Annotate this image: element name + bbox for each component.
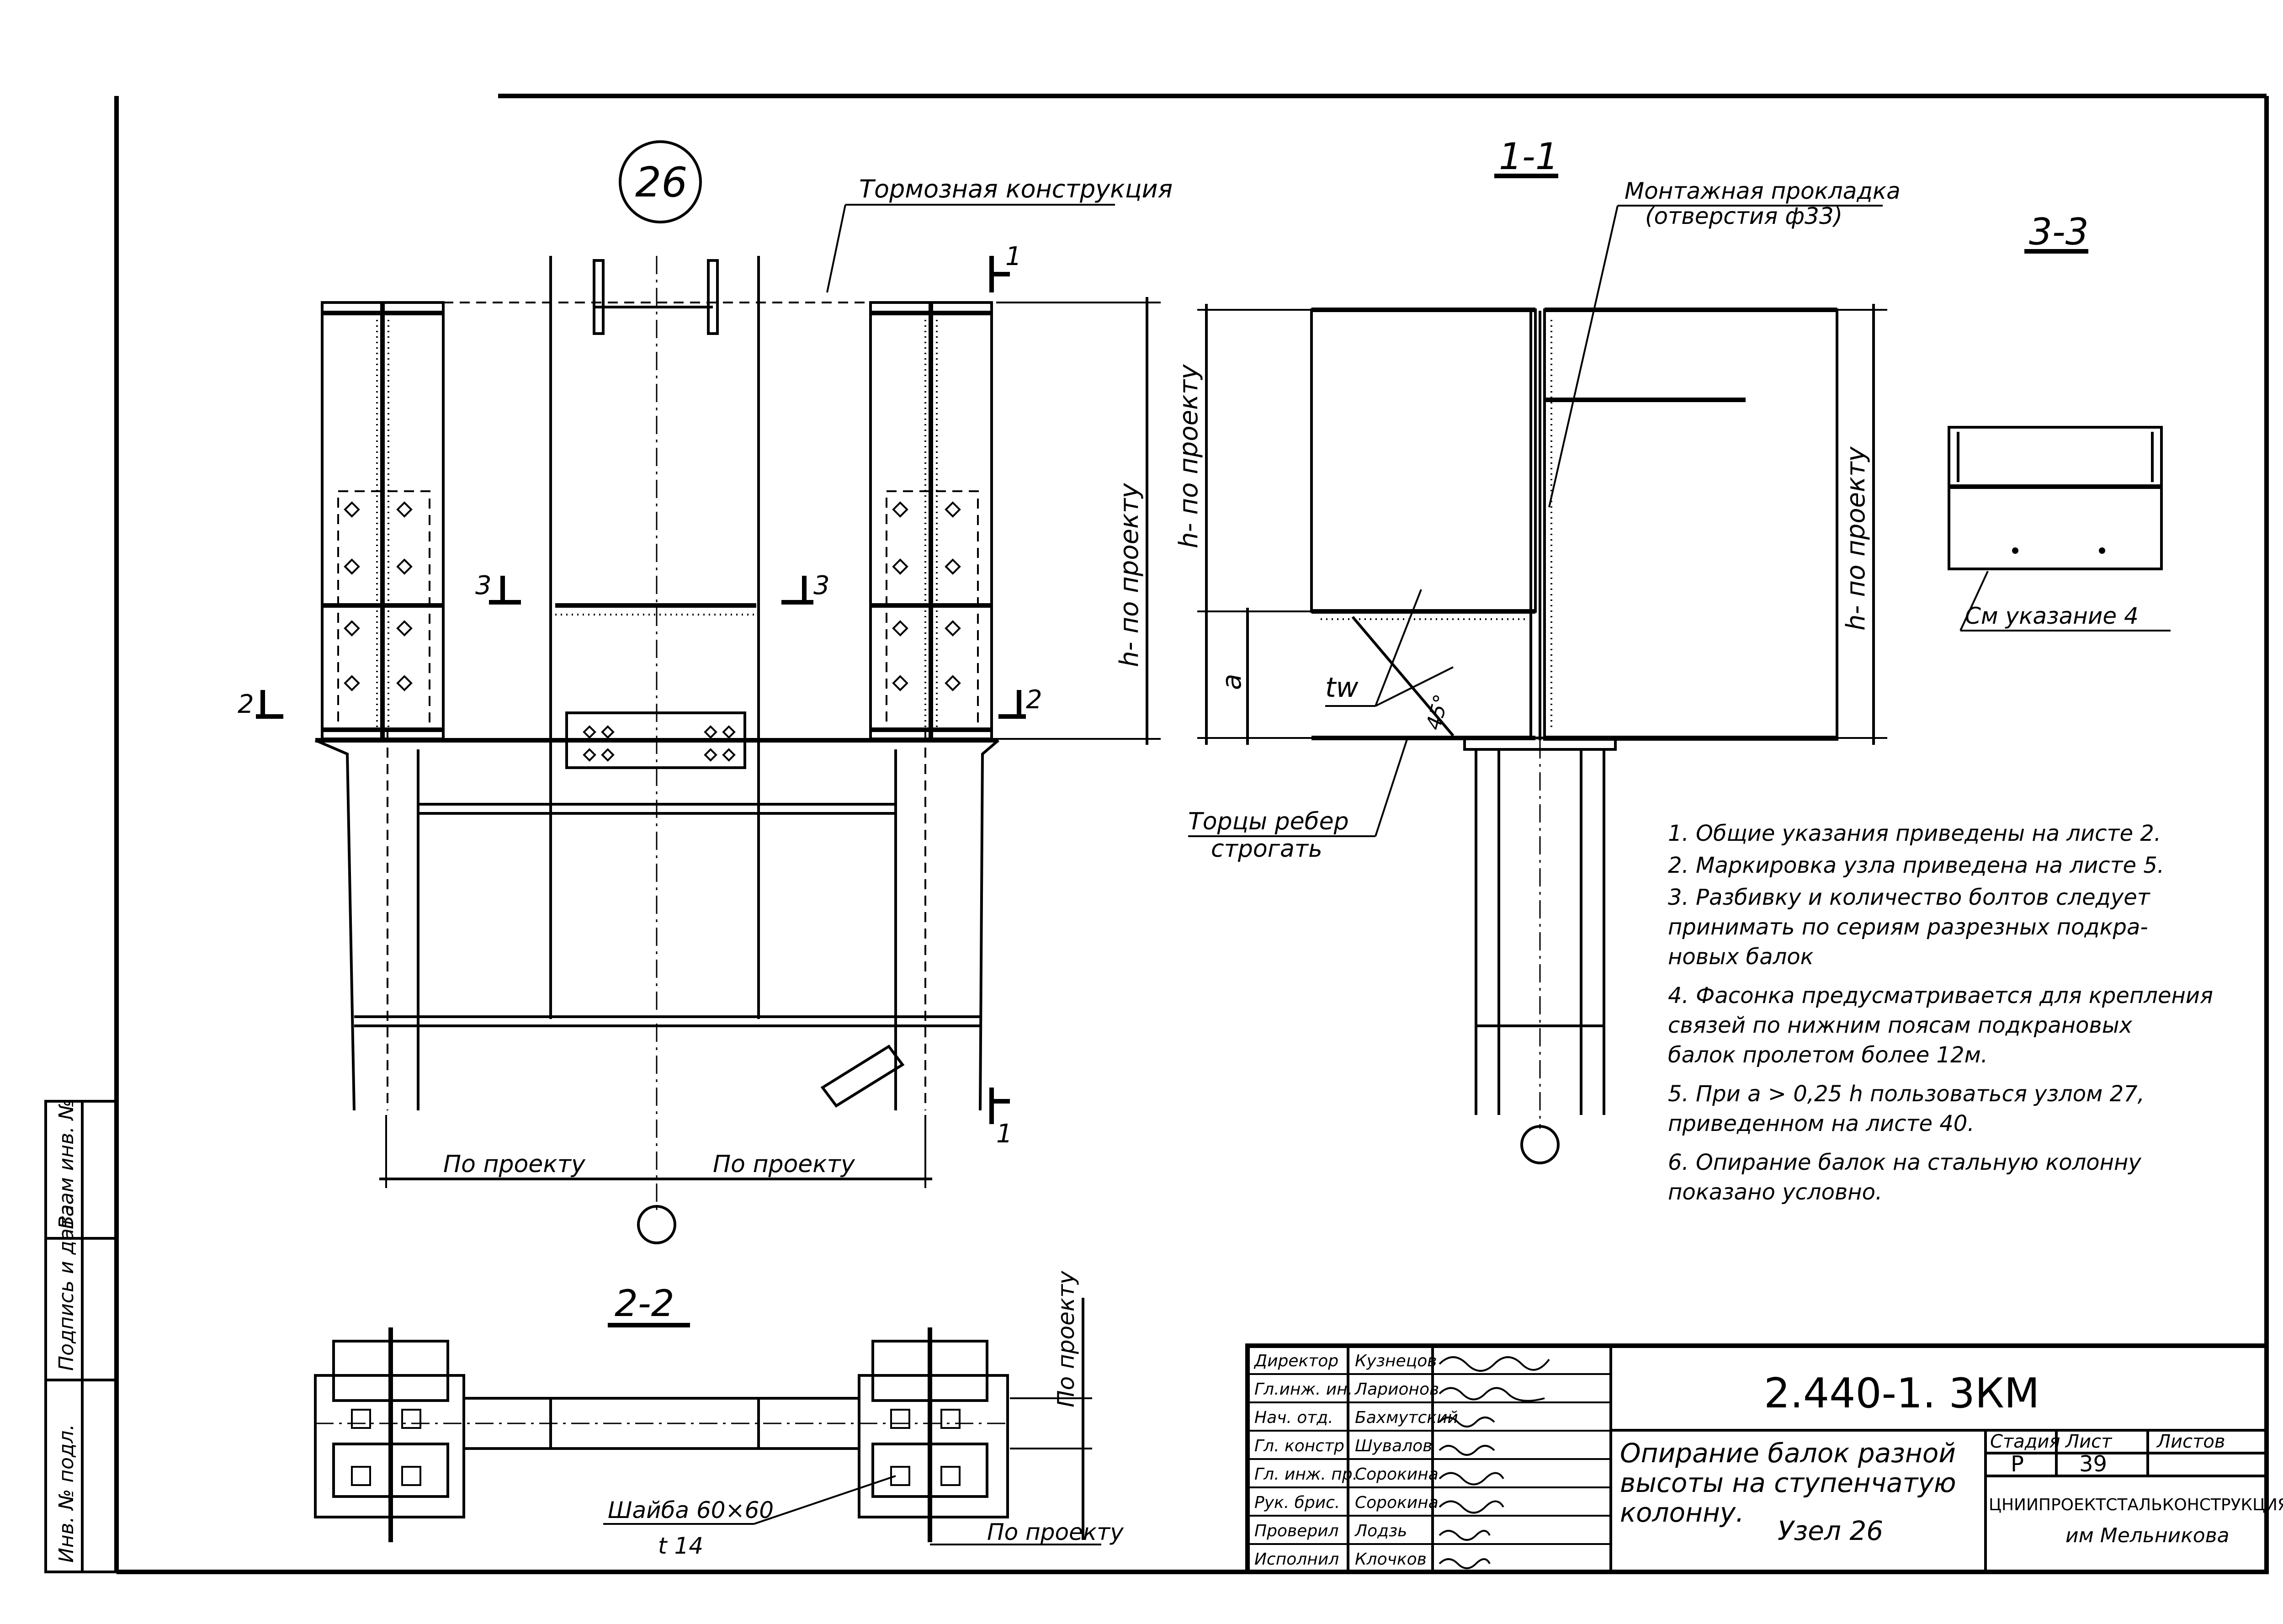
tw-label: tw (1325, 672, 1359, 704)
section-1-1-h-left: h- по проекту (1174, 364, 1204, 548)
staff-role: Гл.инж. ин. (1254, 1380, 1353, 1399)
cut-1-bottom-label: 1 (996, 1119, 1013, 1149)
section-2-2-by-project-bottom: По проекту (987, 1519, 1124, 1545)
staff-role: Рук. брис. (1254, 1493, 1340, 1512)
node-label: 26 (635, 159, 688, 207)
side-stamp: Инв. № подл. Подпись и дата Взам инв. № (44, 1099, 118, 1573)
angle-label: 45° (1422, 692, 1453, 732)
stamp-inv-original: Инв. № подл. (55, 1424, 78, 1563)
organization-subtitle: им Мельникова (2065, 1524, 2230, 1547)
cut-1-top-label: 1 (1005, 242, 1022, 271)
section-3-3: 3-3 См указание 4 (1948, 211, 2171, 632)
staff-name: Лодзь (1354, 1522, 1407, 1540)
note-line: связей по нижним поясам подкрановых (1668, 1013, 2133, 1038)
cut-2-left-label: 2 (238, 690, 254, 719)
stamp-signature-date: Подпись и дата (55, 1205, 78, 1371)
braking-structure-label: Тормозная конструкция (859, 175, 1173, 203)
stamp-replace-inv: Взам инв. № (55, 1099, 78, 1229)
organization-name: ЦНИИПРОЕКТСТАЛЬКОНСТРУКЦИЯ (1989, 1496, 2283, 1514)
note-line: 5. При a > 0,25 h пользоваться узлом 27, (1668, 1081, 2145, 1107)
see-note-4-label: См указание 4 (1965, 603, 2139, 629)
note-line: 3. Разбивку и количество болтов следует (1668, 885, 2151, 910)
staff-name: Сорокина (1355, 1493, 1439, 1512)
cut-3-right-label: 3 (813, 571, 830, 600)
cut-3-left-label: 3 (475, 571, 492, 600)
staff-name: Ларионов (1354, 1380, 1439, 1399)
note-line: новых балок (1668, 944, 1814, 970)
staff-role: Нач. отд. (1254, 1408, 1333, 1427)
sheet-header: Лист (2065, 1431, 2113, 1452)
staff-role: Гл. констр (1254, 1437, 1344, 1455)
note-line: балок пролетом более 12м. (1668, 1042, 1988, 1068)
drawing-title-line: высоты на ступенчатую (1620, 1467, 1956, 1498)
sheet-value: 39 (2079, 1451, 2107, 1477)
node-26-elevation: 26 Тормозная конструкция (238, 140, 1173, 1244)
section-1-1-h-right: h- по проекту (1841, 446, 1871, 631)
note-line: 6. Опирание балок на стальную колонну (1668, 1150, 2141, 1175)
h-dimension-label: h- по проекту (1115, 483, 1144, 667)
staff-role: Гл. инж. пр. (1254, 1465, 1358, 1484)
stage-header: Стадия (1990, 1431, 2060, 1452)
staff-name: Шувалов (1355, 1437, 1432, 1455)
staff-role: Директор (1253, 1352, 1338, 1370)
staff-role: Исполнил (1254, 1550, 1339, 1569)
general-notes: 1. Общие указания приведены на листе 2. … (1668, 821, 2213, 1205)
stage-value: Р (2011, 1451, 2024, 1477)
staff-role: Проверил (1254, 1522, 1339, 1540)
note-line: показано условно. (1668, 1179, 1882, 1205)
washer-label: Шайба 60×60 (608, 1497, 774, 1523)
drawing-title-line: Опирание балок разной (1620, 1438, 1956, 1469)
section-1-1-title: 1-1 (1499, 135, 1559, 178)
by-project-left: По проекту (443, 1151, 586, 1178)
note-line: 2. Маркировка узла приведена на листе 5. (1668, 853, 2164, 878)
section-2-2: 2-2 По проекту По проекту Шайба 60×60 (314, 1270, 1124, 1559)
cut-2-right-label: 2 (1026, 685, 1042, 715)
section-3-3-title: 3-3 (2029, 211, 2089, 253)
mounting-pad-holes-label: (отверстия ф33) (1645, 203, 1842, 229)
rib-ends-label-line1: Торцы ребер (1188, 808, 1349, 835)
staff-name: Кузнецов (1355, 1352, 1437, 1370)
note-line: 1. Общие указания приведены на листе 2. (1668, 821, 2161, 846)
note-line: принимать по сериям разрезных подкра- (1668, 914, 2148, 940)
staff-name: Клочков (1355, 1550, 1427, 1569)
signatures (1439, 1356, 1550, 1569)
staff-name: Сорокина (1355, 1465, 1439, 1484)
node-bubble (619, 140, 702, 223)
drawing-title-line: колонну. (1620, 1497, 1744, 1528)
sheets-header: Листов (2156, 1431, 2225, 1452)
staff-name: Бахмутский (1355, 1408, 1458, 1427)
title-block: Директор Кузнецов Гл.инж. ин. Ларионов Н… (1245, 1343, 2283, 1574)
rib-ends-label-line2: строгать (1211, 835, 1322, 863)
t14-label: t 14 (658, 1533, 703, 1559)
a-dimension-label: a (1216, 674, 1247, 690)
note-line: приведенном на листе 40. (1668, 1111, 1975, 1136)
section-1-1: 1-1 Монтажная прокладка (отверстия ф33) (1174, 135, 1901, 1164)
drawing-code: 2.440-1. 3КМ (1764, 1369, 2039, 1417)
section-2-2-title: 2-2 (615, 1282, 674, 1325)
by-project-right: По проекту (713, 1151, 855, 1178)
note-line: 4. Фасонка предусматривается для креплен… (1668, 983, 2213, 1008)
section-2-2-by-project-vertical: По проекту (1053, 1270, 1079, 1407)
node-name: Узел 26 (1778, 1515, 1883, 1546)
mounting-pad-label: Монтажная прокладка (1625, 178, 1901, 204)
